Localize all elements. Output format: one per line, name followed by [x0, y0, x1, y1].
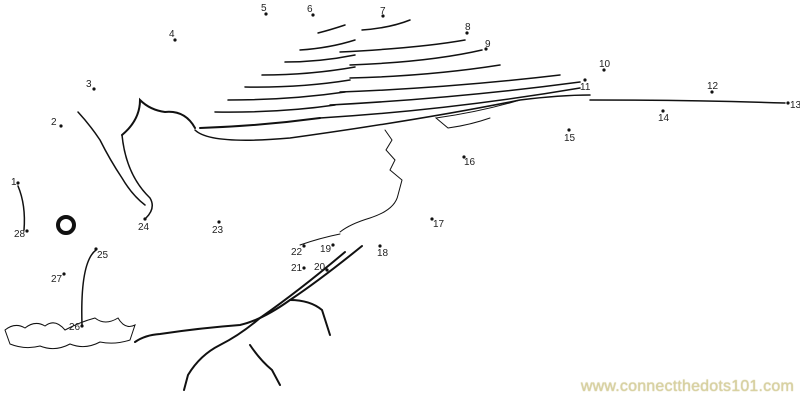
dot-11: [583, 78, 587, 82]
dot-label-12: 12: [707, 81, 719, 92]
dot-label-17: 17: [433, 219, 445, 230]
dot-label-24: 24: [138, 222, 150, 233]
dot-9: [484, 47, 488, 51]
dot-27: [62, 272, 66, 276]
dot-label-23: 23: [212, 225, 224, 236]
dot-2: [59, 124, 63, 128]
dot-label-7: 7: [380, 6, 386, 17]
dot-label-21: 21: [291, 263, 303, 274]
dot-4: [173, 38, 177, 42]
dot-6: [311, 13, 315, 17]
dot-8: [465, 31, 469, 35]
dot-14: [661, 109, 665, 113]
dot-25: [94, 247, 98, 251]
dot-label-28: 28: [14, 229, 26, 240]
dot-24: [143, 217, 147, 221]
dot-13: [786, 101, 790, 105]
dot-26: [80, 324, 84, 328]
dot-16: [462, 155, 466, 159]
dot-label-8: 8: [465, 22, 471, 33]
dot-7: [381, 14, 385, 18]
dot-label-16: 16: [464, 157, 476, 168]
dot-15: [567, 128, 571, 132]
dot-3: [92, 87, 96, 91]
dot-label-26: 26: [69, 322, 81, 333]
dot-10: [602, 68, 606, 72]
dot-label-10: 10: [599, 59, 611, 70]
dot-label-19: 19: [320, 244, 332, 255]
watermark: www.connectthedots101.com: [580, 378, 794, 395]
dot-label-3: 3: [86, 79, 92, 90]
dot-label-15: 15: [564, 133, 576, 144]
dot-23: [217, 220, 221, 224]
dot-label-18: 18: [377, 248, 389, 259]
dot-label-27: 27: [51, 274, 63, 285]
dot-label-6: 6: [307, 4, 313, 15]
dot-21: [302, 266, 306, 270]
dot-18: [378, 244, 382, 248]
dot-label-22: 22: [291, 247, 303, 258]
dot-1: [16, 181, 20, 185]
dot-label-9: 9: [485, 39, 491, 50]
dot-label-13: 13: [790, 100, 800, 111]
eye-ring: [56, 215, 76, 235]
dot-17: [430, 217, 434, 221]
dot-label-14: 14: [658, 113, 670, 124]
dot-20: [325, 268, 329, 272]
dot-label-4: 4: [169, 29, 175, 40]
dot-28: [25, 229, 29, 233]
dot-5: [264, 12, 268, 16]
drawing-lines: [4, 19, 786, 391]
dot-label-5: 5: [261, 3, 267, 14]
dot-label-11: 11: [580, 82, 591, 93]
dot-12: [710, 90, 714, 94]
dot-label-25: 25: [97, 250, 109, 261]
dot-label-20: 20: [314, 262, 326, 273]
dot-19: [331, 243, 335, 247]
dot-label-1: 1: [11, 177, 17, 188]
dot-22: [302, 244, 306, 248]
dot-label-2: 2: [51, 117, 57, 128]
